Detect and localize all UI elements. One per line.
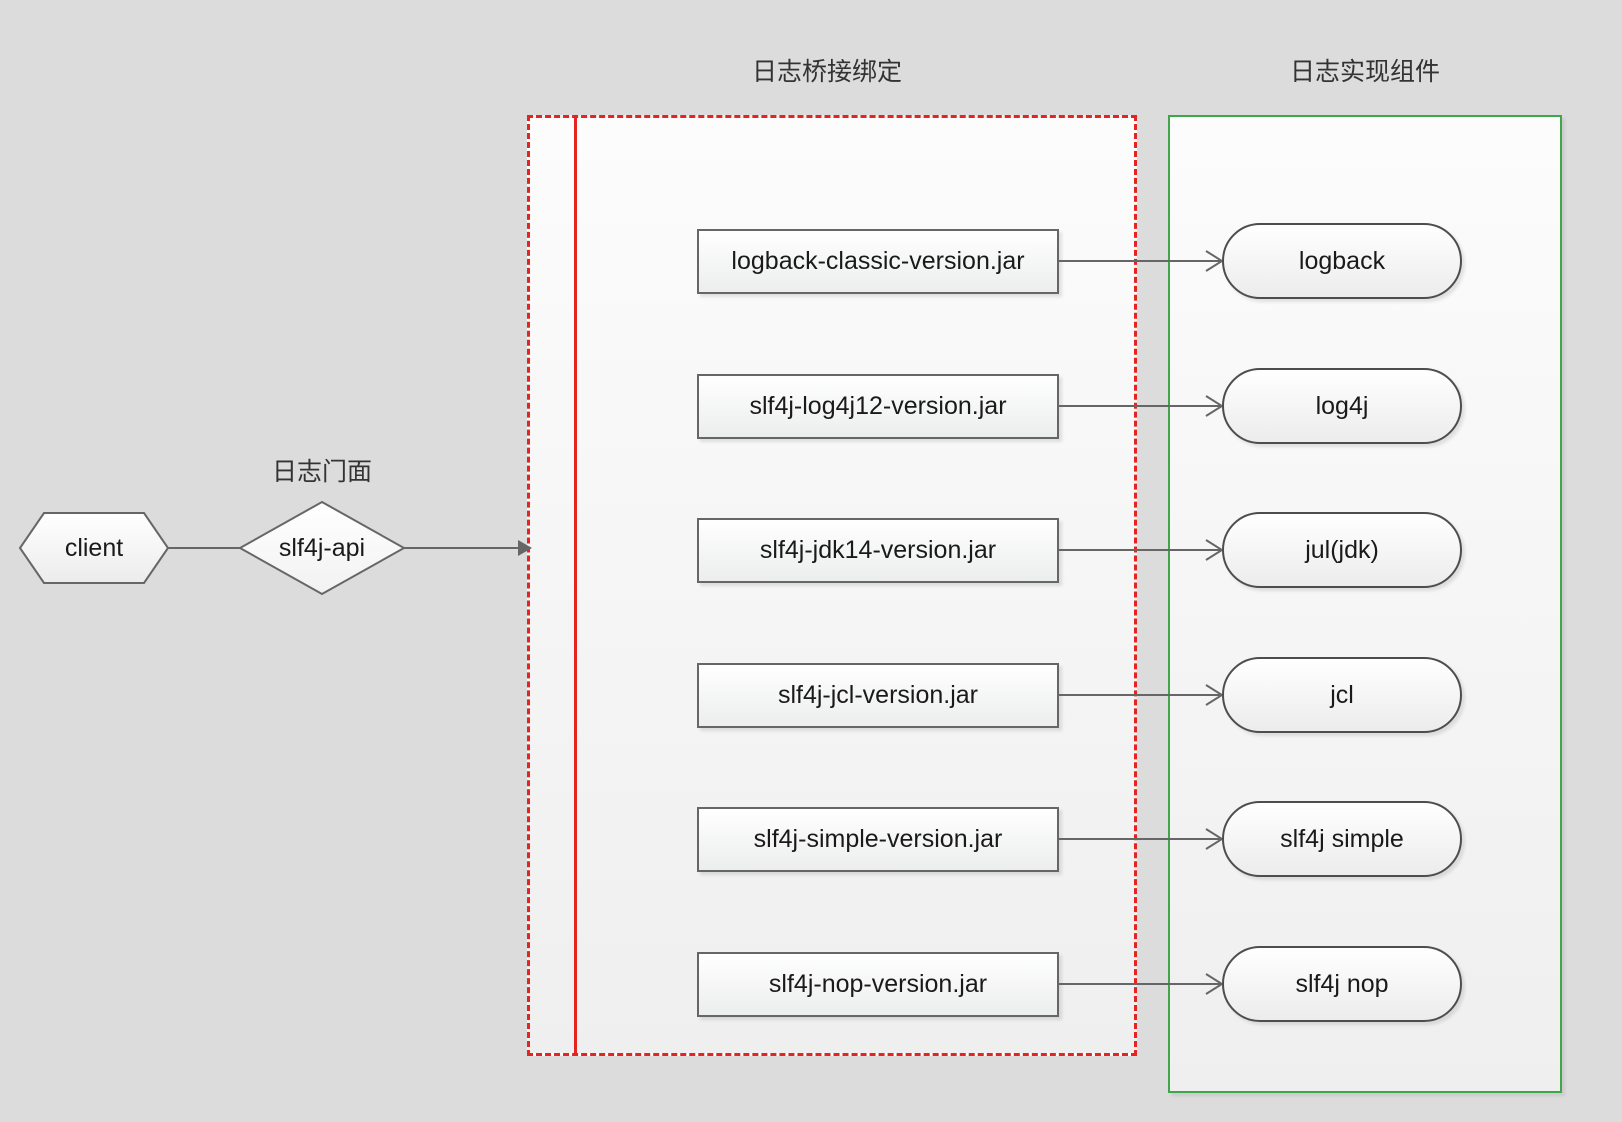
bridge-jar-box[interactable]: slf4j-jcl-version.jar — [697, 662, 1059, 728]
group-title-facade: 日志门面 — [271, 458, 372, 486]
group-title-bridge: 日志桥接绑定 — [751, 58, 902, 86]
node-slf4j-api[interactable]: slf4j-api — [238, 500, 406, 596]
diamond-icon — [238, 500, 406, 596]
impl-component-label: logback — [1298, 246, 1386, 275]
node-slf4j-api-label: slf4j-api — [278, 533, 366, 562]
bridge-jar-label: slf4j-nop-version.jar — [768, 969, 988, 998]
impl-component-pill[interactable]: slf4j simple — [1222, 801, 1462, 877]
bridge-jar-box[interactable]: slf4j-log4j12-version.jar — [697, 373, 1059, 439]
impl-component-pill[interactable]: logback — [1222, 223, 1462, 299]
node-client[interactable]: client — [18, 511, 170, 585]
impl-component-label: slf4j nop — [1295, 969, 1389, 998]
impl-component-label: jcl — [1330, 680, 1354, 709]
bridge-jar-label: slf4j-jcl-version.jar — [777, 680, 979, 709]
group-title-impl: 日志实现组件 — [1289, 58, 1440, 86]
impl-component-pill[interactable]: log4j — [1222, 368, 1462, 444]
impl-component-label: slf4j simple — [1280, 824, 1404, 853]
bridge-jar-label: logback-classic-version.jar — [731, 246, 1025, 275]
bridge-jar-label: slf4j-jdk14-version.jar — [759, 535, 997, 564]
bridge-jar-box[interactable]: slf4j-jdk14-version.jar — [697, 517, 1059, 583]
hexagon-icon — [18, 512, 170, 584]
bridge-jar-box[interactable]: slf4j-nop-version.jar — [697, 951, 1059, 1017]
bridge-jar-label: slf4j-log4j12-version.jar — [749, 391, 1007, 420]
bridge-jar-box[interactable]: slf4j-simple-version.jar — [697, 806, 1059, 872]
bridge-jar-box[interactable]: logback-classic-version.jar — [697, 228, 1059, 294]
bridge-container-inner-divider — [574, 115, 577, 1056]
impl-component-pill[interactable]: jul(jdk) — [1222, 512, 1462, 588]
impl-component-label: jul(jdk) — [1305, 535, 1379, 564]
bridge-jar-label: slf4j-simple-version.jar — [753, 824, 1003, 853]
connector-api-to-bridge-container — [404, 540, 532, 556]
impl-component-pill[interactable]: slf4j nop — [1222, 946, 1462, 1022]
impl-component-label: log4j — [1315, 391, 1369, 420]
node-client-label: client — [64, 533, 124, 562]
impl-component-pill[interactable]: jcl — [1222, 657, 1462, 733]
